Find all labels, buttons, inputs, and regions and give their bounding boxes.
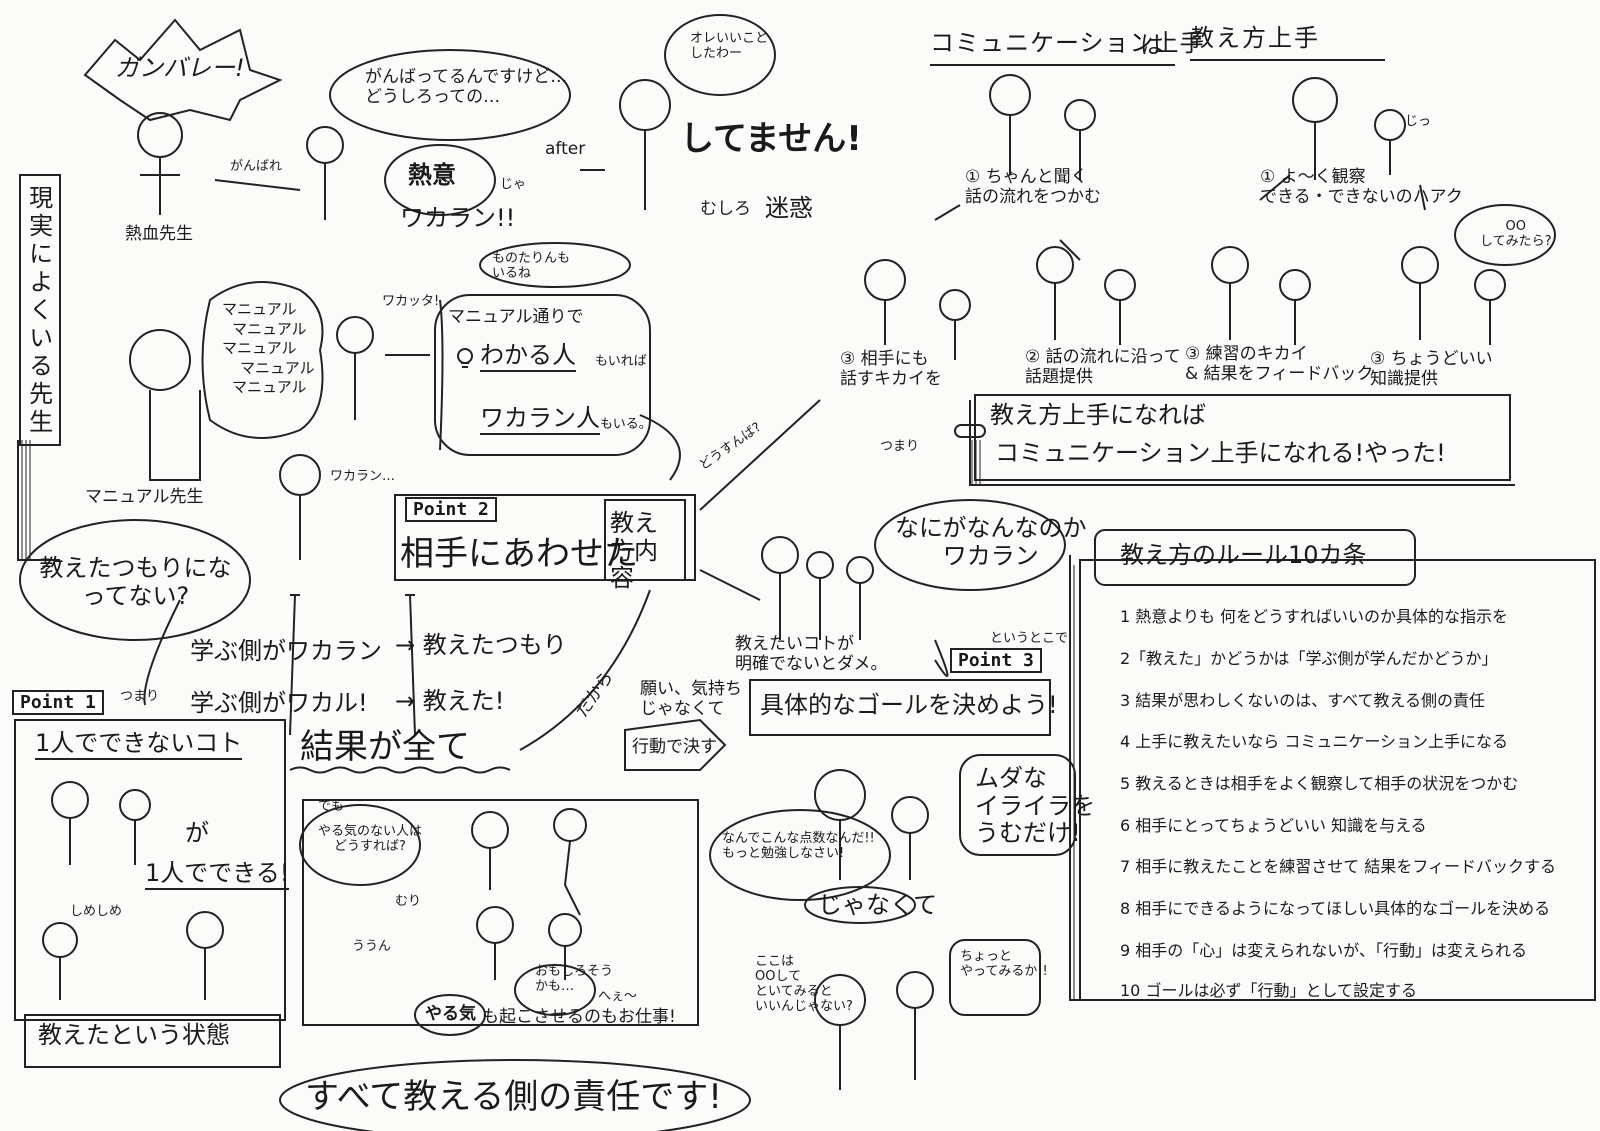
muda-box: ムダな イライラを うむだけ! xyxy=(975,765,1095,848)
wakaran-hito: ワカラン人 xyxy=(480,405,600,435)
comm-step1a: ① ちゃんと聞く 話の流れをつかむ xyxy=(965,168,1101,207)
comm-step3a: ③ 相手にも 話すキカイを xyxy=(840,350,942,389)
wakaru-suffix: もいれば xyxy=(595,355,647,370)
manual-line: マニュアル xyxy=(222,320,315,340)
rule-item-9: 9 相手の「心」は変えられないが、「行動」は変えられる xyxy=(1120,937,1527,961)
wakatta-text: ワカッタ! xyxy=(382,295,439,310)
point1-badge: Point 1 xyxy=(12,690,104,715)
state-text: 教えたという状態 xyxy=(38,1022,230,1050)
wakaru-hito: わかる人 xyxy=(480,342,576,372)
manual-line: マニュアル xyxy=(222,339,315,359)
goal-box-text: 具体的なゴールを決めよう! xyxy=(760,692,1058,720)
row2-a: 学ぶ側がワカル! xyxy=(190,690,368,718)
manual-bubble: マニュアル マニュアル マニュアル マニュアル マニュアル xyxy=(222,300,315,398)
rule-item-4: 4 上手に教えたいなら コミュニケーション上手になる xyxy=(1120,728,1508,752)
oshigoto-text: も起こさせるのもお仕事! xyxy=(482,1008,676,1028)
rule-item-5: 5 教えるときは相手をよく観察して相手の状況をつかむ xyxy=(1120,770,1518,794)
after-bubble: オレいいこと したわー xyxy=(690,32,768,62)
janakute-text: じゃなくて xyxy=(818,892,937,920)
ganba-label: がんばれ xyxy=(230,160,282,175)
yaruki-bubble: やる気のない人は どうすれば? xyxy=(318,825,422,855)
rule-item-1: 1 熱意よりも 何をどうすればいいのか具体的な指示を xyxy=(1120,603,1508,627)
ja-word: じゃ xyxy=(500,178,526,193)
onegai-text: 願い、気持ちじゃなくて xyxy=(640,680,745,719)
ga-text: が xyxy=(185,820,209,848)
manual-teacher-label: マニュアル先生 xyxy=(85,488,204,508)
rule-item-10: 10 ゴールは必ず「行動」として設定する xyxy=(1120,977,1417,1001)
rules-title: 教え方のルール10カ条 xyxy=(1120,542,1367,570)
wakaran-suffix: もいる。 xyxy=(600,418,652,433)
teacher-student-figures xyxy=(40,910,240,1009)
comm-step3b: ③ ちょうどいい 知識提供 xyxy=(1370,350,1493,389)
yaruki-word: やる気 xyxy=(425,1005,476,1025)
effort-bubble: がんばってるんですけど… どうしろっての… xyxy=(365,68,567,107)
shitemasen-text: してません! xyxy=(680,120,862,159)
uun-text: ううん xyxy=(352,940,391,955)
kokowa-text: ここは OOして といてみると いいんじゃない? xyxy=(755,955,853,1015)
point3-bubble: なにがなんなのか ワカラン xyxy=(895,515,1087,570)
lightbulb-icon xyxy=(455,347,475,373)
wakaran-small: ワカラン… xyxy=(330,470,395,485)
row1-b: → 教えたつもり xyxy=(395,632,567,660)
meiwaku-text: 迷惑 xyxy=(765,195,813,223)
jii-text: じっ xyxy=(1405,115,1431,130)
chotto-box: ちょっと やってみるか!! xyxy=(960,950,1048,980)
rule-item-7: 7 相手に教えたことを練習させて 結果をフィードバックする xyxy=(1120,853,1556,877)
rule-item-6: 6 相手にとってちょうどいい 知識を与える xyxy=(1120,812,1427,836)
heee-text: へぇ〜 xyxy=(598,990,637,1005)
onegai-tag: 行動で決す xyxy=(632,738,717,758)
monotarin-bubble: ものたりんも いるね xyxy=(492,252,570,282)
comm-tsumari: つまり xyxy=(880,440,919,455)
comm-title-b: 教え方上手 xyxy=(1190,25,1320,53)
after-label: after xyxy=(545,140,585,160)
row2-b: → 教えた! xyxy=(395,688,504,716)
demo-text: でも xyxy=(318,800,344,815)
big-statement: すべて教える側の責任です! xyxy=(305,1078,722,1117)
conclusion-1: 教え方上手になれば xyxy=(990,402,1206,430)
teacher-label: 熱血先生 xyxy=(125,225,193,245)
point2-badge: Point 2 xyxy=(405,497,497,522)
comm-title-wa: は xyxy=(1140,32,1164,60)
result-text: 結果が全て xyxy=(300,728,470,767)
rule-item-2: 2「教えた」かどうかは「学ぶ側が学んだかどうか」 xyxy=(1120,645,1498,669)
conclusion-2: コミュニケーション上手になれる!やった! xyxy=(995,440,1446,468)
manual-line: マニュアル xyxy=(222,300,315,320)
manual-line: マニュアル xyxy=(222,378,315,398)
comm-step1b: ① よ〜く観察 できる・できないのハアク xyxy=(1260,168,1463,207)
vertical-title: 現実によくいる先生 xyxy=(24,185,52,435)
rule-item-8: 8 相手にできるようになってほしい具体的なゴールを決める xyxy=(1120,895,1550,919)
mushiro-text: むしろ xyxy=(700,200,751,220)
muri-text: むり xyxy=(395,895,421,910)
comm-step2b: ③ 練習のキカイ & 結果をフィードバック xyxy=(1185,345,1373,384)
shout-text: ガンバレー! xyxy=(115,55,245,83)
point3-note: 教えたいコトが 明確でないとダメ。 xyxy=(735,635,888,674)
comm-step2a: ② 話の流れに沿って 話題提供 xyxy=(1025,348,1181,387)
rule-item-3: 3 結果が思わしくないのは、すべて教える側の責任 xyxy=(1120,687,1485,711)
active-figures xyxy=(440,805,680,989)
comm-bubble-b: OO してみたら? xyxy=(1480,220,1552,250)
angry-bubble: なんでこんな点数なんだ!! もっと勉強しなさい! xyxy=(722,832,875,862)
point3-badge: Point 3 xyxy=(950,648,1042,673)
left-box-title: 1人でできないコト xyxy=(35,730,242,760)
point2-box: 教え方内容 xyxy=(610,510,680,593)
manual-line: マニュアル xyxy=(222,359,315,379)
point1-tsumari: つまり xyxy=(120,690,159,705)
manual-center-title: マニュアル通りで xyxy=(448,308,584,328)
tokoro-text: というとこで xyxy=(990,632,1068,647)
point2-text: 相手にあわせた xyxy=(400,535,638,574)
wakaran-word: ワカラン!! xyxy=(400,205,515,233)
tsumori-text: 教えたつもりになってない? xyxy=(38,555,233,610)
row1-a: 学ぶ側がワカラン xyxy=(190,638,382,666)
netsui-word: 熱意 xyxy=(408,162,456,190)
can-text: 1人でできる! xyxy=(145,860,289,890)
